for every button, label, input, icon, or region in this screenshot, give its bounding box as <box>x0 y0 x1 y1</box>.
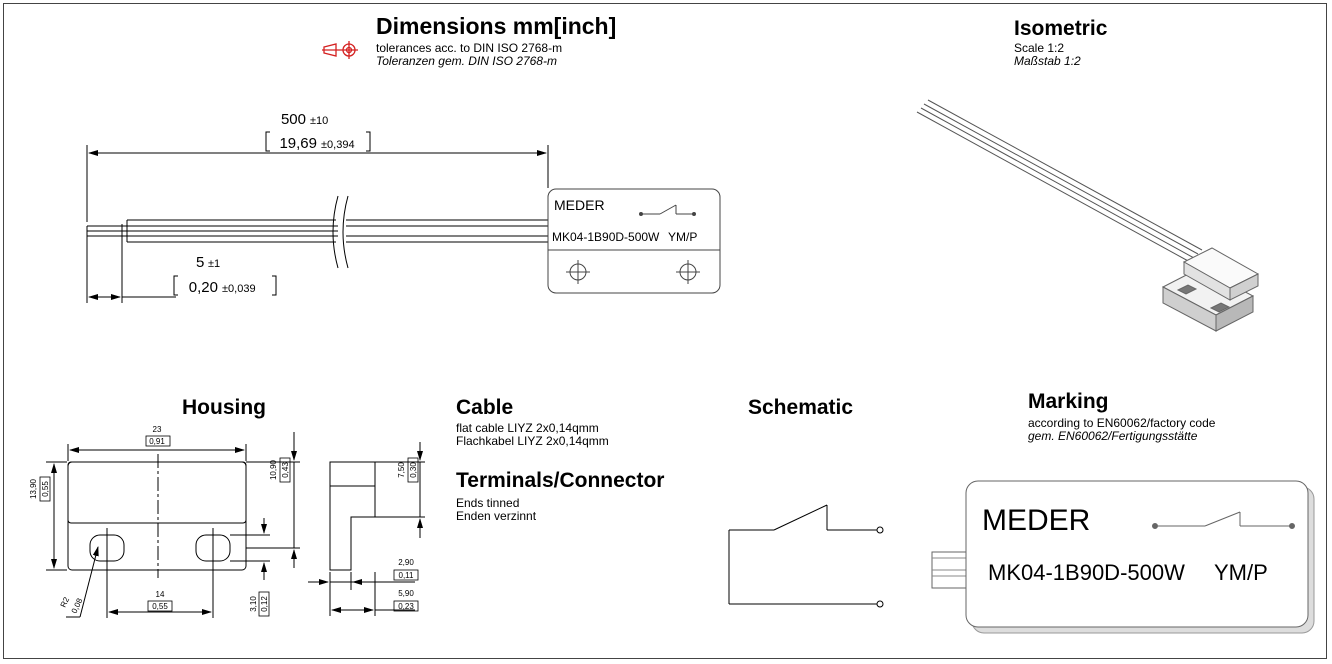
isometric-scale: Scale 1:2 Maßstab 1:2 <box>1014 42 1081 68</box>
terminals-desc: Ends tinned Enden verzinnt <box>456 497 536 523</box>
housing-width-in: 0,91 <box>149 437 165 446</box>
cable-desc-de: Flachkabel LIYZ 2x0,14qmm <box>456 434 609 448</box>
housing-radius: R2 <box>59 595 72 609</box>
sensor-part-small: MK04-1B90D-500W <box>552 230 660 244</box>
dim-strip <box>86 236 277 303</box>
terminals-desc-de: Enden verzinnt <box>456 509 537 523</box>
terminals-title: Terminals/Connector <box>456 469 665 492</box>
terminals-desc-en: Ends tinned <box>456 496 520 510</box>
thick-total-in: 0,23 <box>398 602 414 611</box>
housing-inner-height: 10,90 <box>269 459 278 480</box>
marking-desc-en: according to EN60062/factory code <box>1028 416 1216 430</box>
housing-hole-height: 3,10 <box>249 596 258 612</box>
schematic-title: Schematic <box>748 396 854 419</box>
schematic-diagram <box>728 504 884 608</box>
thick-small-in: 0,11 <box>399 571 415 580</box>
housing-hole-height-in: 0,12 <box>260 596 269 612</box>
housing-front-view <box>46 432 300 618</box>
switch-symbol-large <box>1152 511 1295 529</box>
housing-side-view <box>308 442 425 616</box>
scale-de: Maßstab 1:2 <box>1014 54 1081 68</box>
tolerance-de: Toleranzen gem. DIN ISO 2768-m <box>376 54 557 68</box>
switch-symbol-small <box>639 204 696 216</box>
tolerance-note: tolerances acc. to DIN ISO 2768-m Tolera… <box>376 42 562 68</box>
isometric-title: Isometric <box>1014 17 1108 40</box>
tolerance-en: tolerances acc. to DIN ISO 2768-m <box>376 41 563 55</box>
marking-title: Marking <box>1028 390 1109 413</box>
dim-length <box>86 131 549 222</box>
housing-hole-spacing: 14 <box>156 590 165 599</box>
dim-length-tol: ±10 <box>310 115 328 127</box>
housing-hole-spacing-in: 0,55 <box>152 602 168 611</box>
marking-view: MEDER MK04-1B90D-500W YM/P <box>931 480 1315 634</box>
cable-desc-en: flat cable LIYZ 2x0,14qmm <box>456 421 599 435</box>
dim-strip-tol: ±1 <box>208 258 220 270</box>
sensor-brand-small: MEDER <box>554 197 605 213</box>
side-height-in: 0,30 <box>409 462 418 478</box>
dim-strip-inch-tol: ±0,039 <box>222 283 256 295</box>
cable-desc: flat cable LIYZ 2x0,14qmm Flachkabel LIY… <box>456 422 609 448</box>
dim-strip-inch: 0,20 <box>189 279 218 296</box>
housing-height: 13,90 <box>29 478 38 499</box>
mounting-hole-right <box>676 260 700 284</box>
sensor-code-small: YM/P <box>668 230 697 244</box>
housing-radius-in: 0,08 <box>70 596 85 614</box>
scale-en: Scale 1:2 <box>1014 41 1065 55</box>
housing-inner-height-in: 0,43 <box>281 462 290 478</box>
dim-length-value: 500 <box>281 111 306 128</box>
marking-code: YM/P <box>1214 560 1268 585</box>
cable-side-view <box>86 195 548 269</box>
side-height: 7,50 <box>397 462 406 478</box>
thick-small: 2,90 <box>398 558 414 567</box>
dimensions-title: Dimensions mm[inch] <box>376 13 617 39</box>
marking-desc: according to EN60062/factory code gem. E… <box>1028 417 1215 443</box>
cable-title: Cable <box>456 396 514 419</box>
mounting-hole-left <box>566 260 590 284</box>
dim-strip-value: 5 <box>196 254 204 271</box>
isometric-view <box>916 99 1260 332</box>
housing-height-in: 0,55 <box>41 481 50 497</box>
dim-length-inch: 19,69 <box>279 135 317 152</box>
marking-brand: MEDER <box>982 504 1090 537</box>
housing-width: 23 <box>153 425 162 434</box>
projection-symbol-icon <box>322 41 358 59</box>
marking-desc-de: gem. EN60062/Fertigungsstätte <box>1028 429 1198 443</box>
iso-sensor-body <box>1161 247 1260 332</box>
iso-cable <box>916 99 1203 263</box>
marking-part: MK04-1B90D-500W <box>988 560 1185 585</box>
dim-length-inch-tol: ±0,394 <box>321 139 355 151</box>
sensor-body-side: MEDER MK04-1B90D-500W YM/P <box>547 188 721 294</box>
thick-total: 5,90 <box>398 589 414 598</box>
drawing-frame <box>3 3 1327 659</box>
housing-title: Housing <box>182 396 266 419</box>
